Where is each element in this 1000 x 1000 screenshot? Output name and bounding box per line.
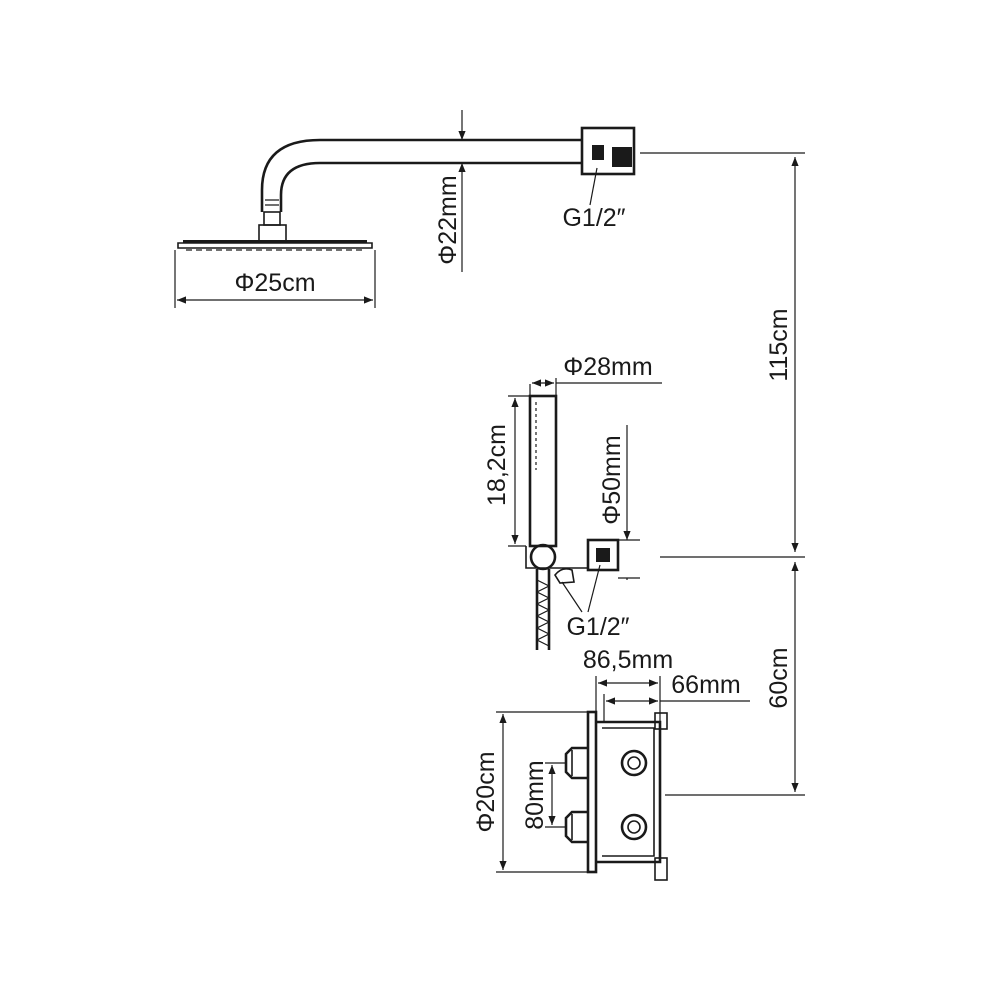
- holder-wall-box: [586, 538, 620, 572]
- hand-shower-body: [528, 394, 558, 548]
- concealed-valve: [564, 710, 668, 881]
- holder-diameter-label: Φ50mm: [598, 435, 626, 524]
- valve-depth-label: 86,5mm: [583, 646, 673, 674]
- valve-depth-dimension: 86,5mm: [583, 646, 673, 722]
- head-diameter-dimension: Φ25cm: [174, 250, 376, 308]
- valve-outlet-upper: [620, 749, 648, 777]
- valve-inner-depth-dimension: 66mm: [603, 671, 750, 722]
- total-height-label: 115cm: [765, 308, 793, 381]
- top-thread: [592, 145, 604, 160]
- valve-wall-plate: [586, 710, 598, 874]
- valve-outlet-lower: [620, 813, 648, 841]
- arm-hatch: [265, 199, 279, 206]
- top-wall-flange: [580, 126, 636, 176]
- valve-inner-depth-label: 66mm: [671, 671, 740, 699]
- top-flange-detail: [612, 147, 632, 167]
- hose-connector: [554, 568, 575, 584]
- valve-height-label: 60cm: [765, 647, 793, 708]
- handle-spacing-label: 80mm: [521, 760, 549, 829]
- shower-head-assembly: [177, 126, 636, 251]
- hand-shower-assembly: [525, 394, 620, 650]
- top-thread-label: G1/2″: [562, 204, 625, 232]
- hand-length-dimension: 18,2cm: [483, 395, 530, 547]
- shower-head-plate: [177, 242, 373, 249]
- holder-diameter-dimension: Φ50mm: [598, 425, 640, 580]
- arm-diameter-label: Φ22mm: [434, 175, 462, 264]
- shower-arm: [260, 138, 582, 212]
- hand-length-label: 18,2cm: [483, 424, 511, 506]
- valve-body: [596, 720, 662, 864]
- handle-spacing-dimension: 80mm: [521, 760, 566, 830]
- shower-head-ball-joint: [263, 211, 281, 226]
- top-thread-callout: G1/2″: [562, 167, 626, 232]
- valve-diameter-label: Φ20cm: [472, 751, 500, 832]
- shower-arm-inner: [279, 161, 582, 212]
- valve-handle-lower: [564, 810, 588, 844]
- total-height-dimension: 115cm: [640, 152, 805, 552]
- valve-handle-upper: [564, 746, 588, 780]
- hand-diameter-dimension: Φ28mm: [529, 353, 662, 396]
- valve-body-inner: [602, 727, 655, 857]
- valve-bottom-fitting: [654, 857, 668, 881]
- holder-ball: [529, 543, 557, 571]
- hose-coil: [535, 579, 551, 647]
- bottom-thread-label: G1/2″: [566, 613, 629, 641]
- hand-diameter-label: Φ28mm: [563, 353, 652, 381]
- head-diameter-label: Φ25cm: [234, 269, 315, 297]
- bottom-thread-callout: G1/2″: [561, 564, 630, 641]
- valve-diameter-dimension: Φ20cm: [472, 711, 588, 873]
- valve-top-fitting: [654, 712, 668, 730]
- shower-head-connector: [258, 224, 287, 242]
- arm-diameter-dimension: Φ22mm: [434, 110, 466, 272]
- holder-thread: [596, 548, 610, 562]
- valve-height-dimension: 60cm: [665, 562, 805, 796]
